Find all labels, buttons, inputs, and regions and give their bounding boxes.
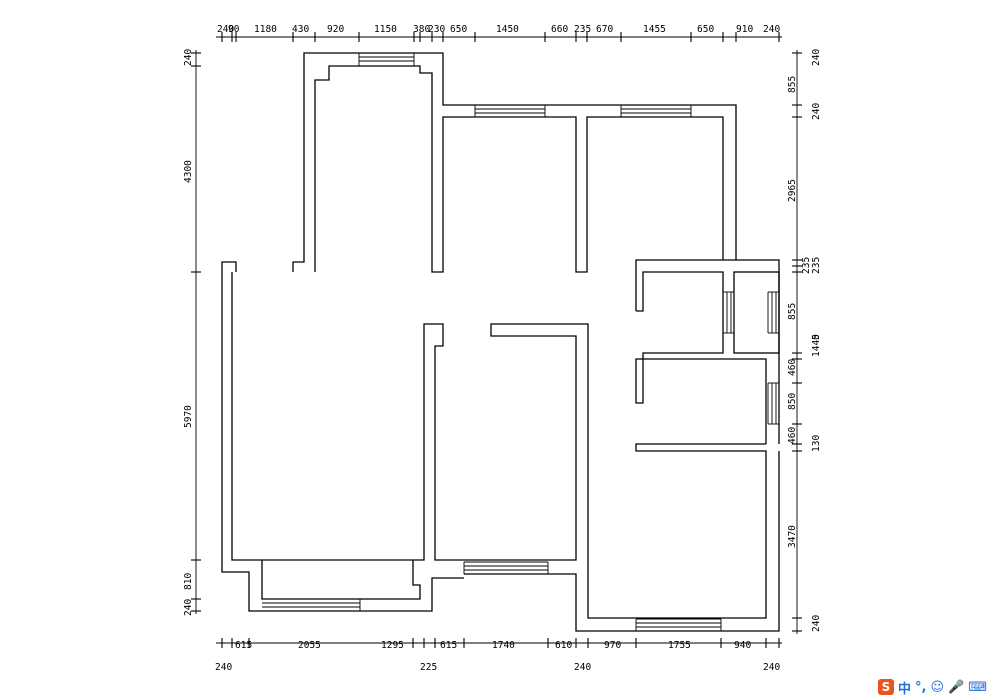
dim-bottom-label: 2055 <box>298 640 321 651</box>
emoji-icon[interactable]: ☺ <box>930 679 945 695</box>
dim-right-label: 855 <box>787 76 798 93</box>
dim-bottom-overall: 240 <box>215 662 232 673</box>
dim-top-label: 650 <box>697 24 714 35</box>
dim-bottom-label: 615 <box>440 640 457 651</box>
dim-bottom-label: 1295 <box>381 640 404 651</box>
left-wall-inner <box>221 261 237 272</box>
window-bottom-mid <box>463 561 549 575</box>
dim-top-label: 660 <box>551 24 568 35</box>
dim-top-label: 430 <box>292 24 309 35</box>
dim-right-label: 235 <box>811 257 822 274</box>
dim-top-label: 920 <box>327 24 344 35</box>
dim-right-label: 2965 <box>787 179 798 202</box>
dims-left: 240 4300 5970 810 240 <box>183 49 194 616</box>
window-right-lower <box>767 382 780 425</box>
ime-toolbar[interactable]: S 中 °, ☺ 🎤 ⌨ <box>878 677 1000 697</box>
dim-top-label: 380 <box>413 24 430 35</box>
dim-left-label: 240 <box>183 599 194 616</box>
left-wall <box>221 272 464 612</box>
bottom-middle <box>464 451 780 632</box>
dim-top-label: 650 <box>450 24 467 35</box>
dim-top-label: 1455 <box>643 24 666 35</box>
dim-top-label: 240 <box>217 24 234 35</box>
dim-top-label: 240 <box>763 24 780 35</box>
dim-bottom-label: 970 <box>604 640 621 651</box>
walls <box>221 52 780 632</box>
dim-right-label: 240 <box>811 49 822 66</box>
dims-right: 240 855 240 2965 235 235 855 1440 5 460 … <box>787 49 822 632</box>
windows <box>262 52 780 632</box>
keyboard-icon[interactable]: ⌨ <box>968 679 987 695</box>
dim-top-label: 910 <box>736 24 753 35</box>
dim-right-label: 855 <box>787 303 798 320</box>
dim-right-label: 460 <box>787 427 798 444</box>
bay-wall-inner <box>314 65 724 273</box>
dim-bottom-label: 1740 <box>492 640 515 651</box>
dim-bottom-label: 940 <box>734 640 751 651</box>
window-right-upper <box>722 291 780 334</box>
dim-left-label: 4300 <box>183 160 194 183</box>
dim-bottom-overall: 225 <box>420 662 437 673</box>
dim-top-label: 230 <box>428 24 445 35</box>
bay-wall-outer <box>292 52 737 272</box>
dim-right-label: 240 <box>811 615 822 632</box>
window-bottom-left <box>262 598 361 612</box>
dim-bottom-label: 1755 <box>668 640 691 651</box>
dim-left-label: 810 <box>183 573 194 590</box>
sogou-logo-icon[interactable]: S <box>878 679 894 695</box>
dim-right-label: 235 <box>801 257 812 274</box>
input-mode-toggle[interactable]: 中 <box>898 681 912 697</box>
dim-right-label: 1440 <box>811 334 822 357</box>
dim-right-label: 3470 <box>787 525 798 548</box>
dim-right-label: 130 <box>811 435 822 452</box>
bottom-room <box>261 560 421 600</box>
window-top-bay <box>358 52 415 67</box>
dim-top-label: 1180 <box>254 24 277 35</box>
dim-top-label: 235 <box>574 24 591 35</box>
dims-bottom: 615 2055 1295 615 1740 610 970 1755 940 … <box>215 640 780 673</box>
right-block-inner <box>635 271 767 444</box>
dim-right-label: 850 <box>787 393 798 410</box>
dim-bottom-label: 610 <box>555 640 572 651</box>
window-bottom-right <box>635 618 722 632</box>
dim-left-label: 240 <box>183 49 194 66</box>
dim-bottom-overall: 240 <box>763 662 780 673</box>
right-block <box>635 259 780 444</box>
window-top-right <box>620 104 692 118</box>
dim-bottom-label: 615 <box>235 640 252 651</box>
punctuation-toggle[interactable]: °, <box>915 679 927 695</box>
dimension-lines <box>195 36 798 644</box>
dim-top-label: 670 <box>596 24 613 35</box>
mic-icon[interactable]: 🎤 <box>948 679 965 695</box>
dim-top-label: 90 <box>228 24 240 35</box>
dims-top: 240 90 1180 430 920 1150 380 230 650 145… <box>217 24 780 35</box>
dim-top-label: 1150 <box>374 24 397 35</box>
left-room-inner <box>231 272 767 619</box>
dimension-ticks <box>191 32 802 648</box>
window-top-mid <box>474 104 546 118</box>
dim-top-label: 1450 <box>496 24 519 35</box>
dim-right-label: 460 <box>787 359 798 376</box>
dim-right-label: 5 <box>811 334 822 340</box>
dim-right-label: 240 <box>811 103 822 120</box>
dim-left-label: 5970 <box>183 405 194 428</box>
dim-bottom-overall: 240 <box>574 662 591 673</box>
